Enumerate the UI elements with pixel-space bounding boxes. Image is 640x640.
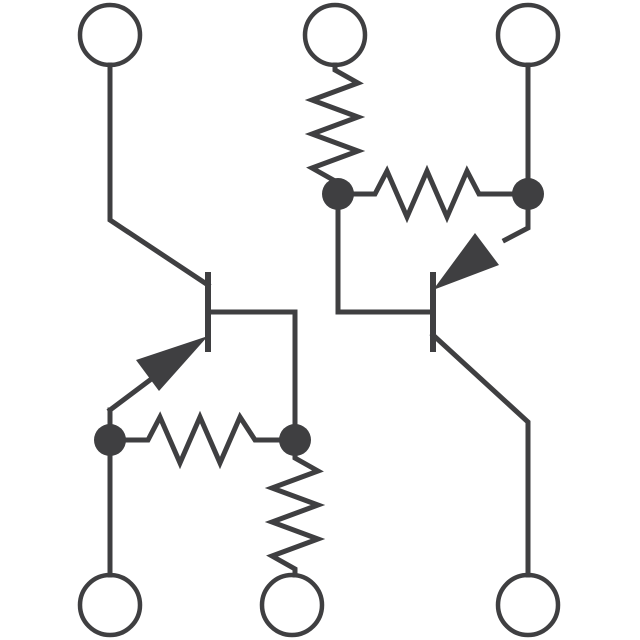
- terminal-top-center: [302, 2, 368, 68]
- terminal-bottom-center: [259, 572, 325, 638]
- junction-dot-left-emitter: [94, 424, 126, 456]
- wire-left-collector: [107, 62, 212, 289]
- resistor-right-vertical: [304, 62, 366, 197]
- resistor-right-horizontal: [335, 164, 531, 224]
- wire-right-base: [335, 191, 436, 315]
- wire-left-base: [205, 309, 298, 443]
- junction-dot-right-emitter: [512, 178, 544, 210]
- terminal-bottom-right: [495, 572, 561, 638]
- wire-left-emitter: [106, 376, 154, 414]
- junction-dot-left-base: [279, 424, 311, 456]
- junction-dot-right-base: [322, 178, 354, 210]
- transistor-left: [106, 62, 298, 578]
- wire-right-collector: [429, 331, 531, 578]
- transistor-right: [335, 62, 531, 578]
- terminal-bottom-left: [77, 572, 143, 638]
- terminal-top-right: [495, 2, 561, 68]
- resistor-left-vertical: [264, 437, 326, 578]
- emitter-arrow-left-icon: [136, 336, 208, 391]
- resistor-left-horizontal: [107, 410, 298, 470]
- emitter-arrow-right-icon: [433, 233, 499, 290]
- terminal-top-left: [77, 2, 143, 68]
